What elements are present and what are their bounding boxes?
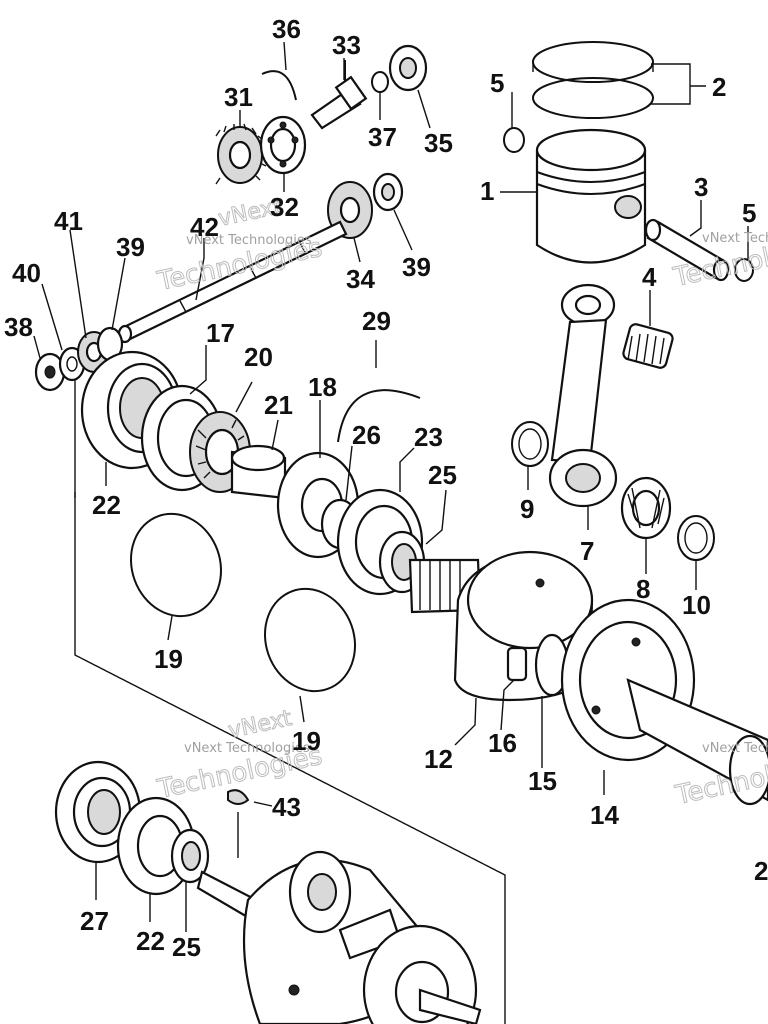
- nut-38: [34, 352, 66, 392]
- label-35: 35: [424, 128, 453, 158]
- small-end-needle-bearing: [622, 323, 674, 369]
- label-33: 33: [332, 30, 361, 60]
- thrust-washer-10: [677, 515, 715, 561]
- leader-lines: [33, 41, 749, 932]
- big-end-needle-bearing: [620, 476, 672, 540]
- piston-rings: [532, 41, 654, 119]
- bearing-32: [259, 115, 307, 175]
- label-22-upper: 22: [92, 490, 121, 520]
- pump-shaft-33: [310, 60, 368, 130]
- label-20: 20: [244, 342, 273, 372]
- piston-pin-clip-right: [734, 258, 754, 282]
- label-29: 29: [362, 306, 391, 336]
- label-15: 15: [528, 766, 557, 796]
- label-7: 7: [580, 536, 594, 566]
- label-5-right: 5: [742, 198, 756, 228]
- label-26: 26: [352, 420, 381, 450]
- label-16: 16: [488, 728, 517, 758]
- piston-pin-clip-left: [503, 127, 525, 153]
- bearing-39-upper: [372, 172, 404, 212]
- washer-37: [371, 71, 389, 93]
- crank-shaft-right-taper: [626, 678, 768, 806]
- label-39-left: 39: [116, 232, 145, 262]
- label-31: 31: [224, 82, 253, 112]
- label-25-lower: 25: [172, 932, 201, 962]
- label-21: 21: [264, 390, 293, 420]
- label-19-left: 19: [154, 644, 183, 674]
- label-40: 40: [12, 258, 41, 288]
- label-42: 42: [190, 212, 219, 242]
- label-12: 12: [424, 744, 453, 774]
- label-2-edge: 2: [754, 856, 768, 886]
- bearing-35: [388, 44, 428, 92]
- label-36: 36: [272, 14, 301, 44]
- label-25-upper: 25: [428, 460, 457, 490]
- label-41: 41: [54, 206, 83, 236]
- crank-assembly-lower: [196, 850, 482, 1024]
- label-34: 34: [346, 264, 375, 294]
- svg-text:vNext Technologies: vNext Technologies: [702, 741, 768, 756]
- alignment-lines: [74, 380, 506, 1024]
- piston: [535, 128, 647, 264]
- label-18: 18: [308, 372, 337, 402]
- crank-pin-16: [506, 646, 528, 682]
- label-22-lower: 22: [136, 926, 165, 956]
- label-37: 37: [368, 122, 397, 152]
- svg-text:vNext Technologies: vNext Technologies: [702, 231, 768, 246]
- circlip-29: [337, 389, 421, 443]
- shaft-42: [117, 220, 348, 344]
- label-17: 17: [206, 318, 235, 348]
- label-14: 14: [590, 800, 619, 830]
- thrust-washer-9: [511, 421, 549, 467]
- label-4: 4: [642, 262, 657, 292]
- connecting-rod: [548, 283, 618, 508]
- clip-36: [261, 70, 297, 101]
- label-23: 23: [414, 422, 443, 452]
- label-38: 38: [4, 312, 33, 342]
- oil-seal-25-lower: [170, 828, 210, 884]
- label-10: 10: [682, 590, 711, 620]
- label-43: 43: [272, 792, 301, 822]
- label-5-left: 5: [490, 68, 504, 98]
- part-labels: 2 5 1 3 5 4 9 7 8 10 12 16 15 14 2 36 33…: [4, 14, 768, 962]
- woodruff-key-43: [227, 789, 250, 805]
- circlip-19-right: [263, 587, 357, 693]
- piston-pin: [644, 218, 730, 282]
- svg-text:vNext Technologies: vNext Technologies: [184, 741, 310, 756]
- svg-text:vNext: vNext: [226, 706, 294, 744]
- label-9: 9: [520, 494, 534, 524]
- label-2: 2: [712, 72, 726, 102]
- label-3: 3: [694, 172, 708, 202]
- label-1: 1: [480, 176, 494, 206]
- spacer-21: [230, 444, 287, 500]
- label-39-right: 39: [402, 252, 431, 282]
- label-19-right: 19: [292, 726, 321, 756]
- label-27: 27: [80, 906, 109, 936]
- circlip-19-left: [129, 512, 223, 618]
- bevel-gear-31: [215, 123, 267, 185]
- label-32: 32: [270, 192, 299, 222]
- svg-text:vNext Technologies: vNext Technologies: [186, 233, 312, 248]
- label-8: 8: [636, 574, 650, 604]
